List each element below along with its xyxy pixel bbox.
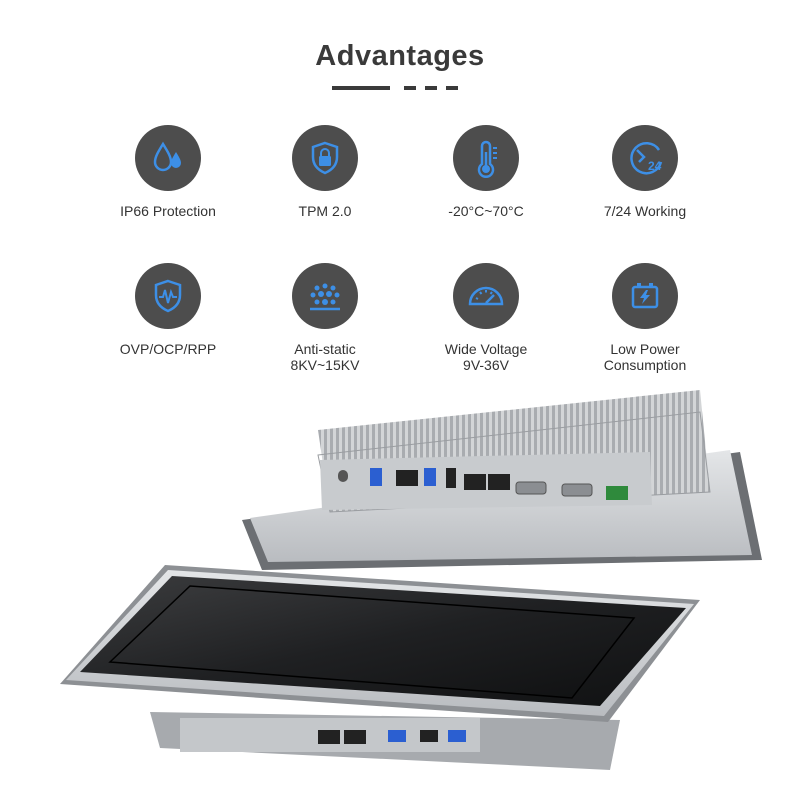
front-panel-view <box>60 565 700 770</box>
feature-tpm: TPM 2.0 <box>240 125 410 219</box>
thermometer-icon <box>453 125 519 191</box>
feature-ovp: OVP/OCP/RPP <box>83 263 253 357</box>
feature-label: Wide Voltage 9V-36V <box>444 341 528 373</box>
shield-wave-icon <box>135 263 201 329</box>
feature-724: 24 7/24 Working <box>560 125 730 219</box>
feature-antistatic: Anti-static 8KV~15KV <box>240 263 410 373</box>
title-underline-dash-2 <box>425 86 437 90</box>
title-underline-long <box>332 86 390 90</box>
feature-label: Anti-static 8KV~15KV <box>290 341 360 373</box>
title-underline-dash-3 <box>446 86 458 90</box>
page-title: Advantages <box>315 40 485 72</box>
shield-lock-icon <box>292 125 358 191</box>
water-drops-icon <box>135 125 201 191</box>
feature-low-power: Low Power Consumption <box>560 263 730 373</box>
feature-label: TPM 2.0 <box>298 203 352 219</box>
clock-24-icon: 24 <box>612 125 678 191</box>
feature-label: IP66 Protection <box>120 203 216 219</box>
feature-ip66: IP66 Protection <box>83 125 253 219</box>
feature-label: OVP/OCP/RPP <box>119 341 217 357</box>
title-underline-dash-1 <box>404 86 416 90</box>
product-image <box>60 390 762 770</box>
battery-bolt-icon <box>612 263 678 329</box>
static-dots-icon <box>292 263 358 329</box>
svg-text:24: 24 <box>648 159 662 173</box>
feature-label: 7/24 Working <box>603 203 687 219</box>
feature-temperature: -20°C~70°C <box>401 125 571 219</box>
feature-label: Low Power Consumption <box>603 341 687 373</box>
gauge-icon <box>453 263 519 329</box>
rear-panel-view <box>242 390 762 570</box>
feature-label: -20°C~70°C <box>448 203 524 219</box>
feature-voltage: Wide Voltage 9V-36V <box>401 263 571 373</box>
